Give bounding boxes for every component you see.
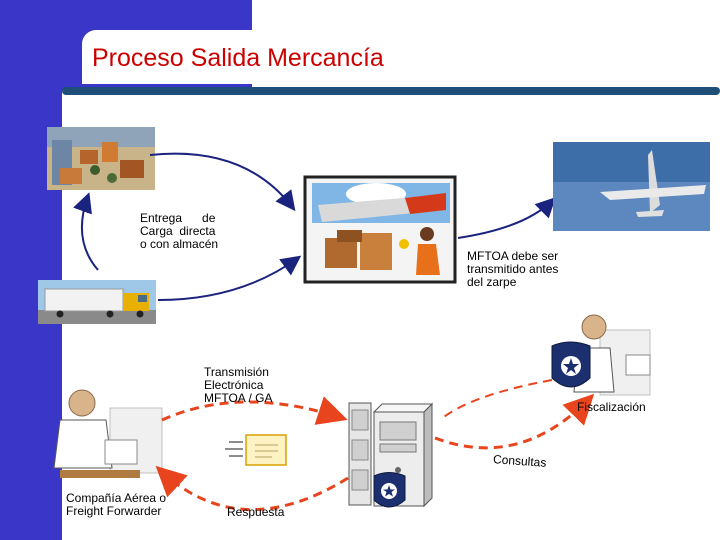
label-transmision-line2: Electrónica <box>204 378 264 392</box>
label-compania-line1: Compañía Aérea o <box>66 491 167 505</box>
airplane-image <box>553 142 710 231</box>
label-respuesta: Respuesta <box>227 505 285 519</box>
title-rule <box>62 87 720 95</box>
side-bar <box>0 0 62 540</box>
label-entrega-line2: Carga directa <box>140 224 216 238</box>
company-worker-image <box>53 389 163 478</box>
label-mftoa: MFTOA debe ser transmitido antes del zar… <box>467 250 558 289</box>
slide-title: Proceso Salida Mercancía <box>92 44 384 72</box>
label-transmision-line1: Transmisión <box>204 365 269 379</box>
label-mftoa-line1: MFTOA debe ser <box>467 249 559 263</box>
label-transmision-line3: MFTOA / GA <box>204 391 273 405</box>
document-icon <box>225 434 287 466</box>
label-entrega-line1: Entrega de <box>140 211 216 225</box>
flow-arrow-truck-up <box>73 192 99 271</box>
label-mftoa-line2: transmitido antes <box>467 262 559 276</box>
label-entrega-line3: o con almacén <box>140 237 219 251</box>
dashed-arrow-fiscalizacion <box>439 379 553 421</box>
flow-arrow-warehouse <box>149 152 296 212</box>
customs-badge-top <box>551 341 591 388</box>
title-box <box>82 30 707 84</box>
dashed-arrow-consultas <box>434 393 595 450</box>
warehouse-image <box>47 127 155 190</box>
dashed-arrow-response <box>155 465 349 512</box>
truck-image <box>38 280 156 324</box>
label-mftoa-line3: del zarpe <box>467 275 517 289</box>
label-fiscalizacion: Fiscalización <box>577 400 646 414</box>
label-entrega: Entrega de Carga directa o con almacén <box>140 212 224 251</box>
flow-arrow-truck-cargo <box>157 255 302 301</box>
flow-arrow-airplane <box>457 197 556 239</box>
customs-badge-server <box>373 472 406 508</box>
dashed-arrow-transmission <box>161 396 348 425</box>
cargo-loading-image <box>303 175 457 284</box>
label-transmision: Transmisión Electrónica MFTOA / GA <box>204 366 272 405</box>
label-compania: Compañía Aérea o Freight Forwarder <box>66 492 166 518</box>
label-compania-line2: Freight Forwarder <box>66 504 162 518</box>
